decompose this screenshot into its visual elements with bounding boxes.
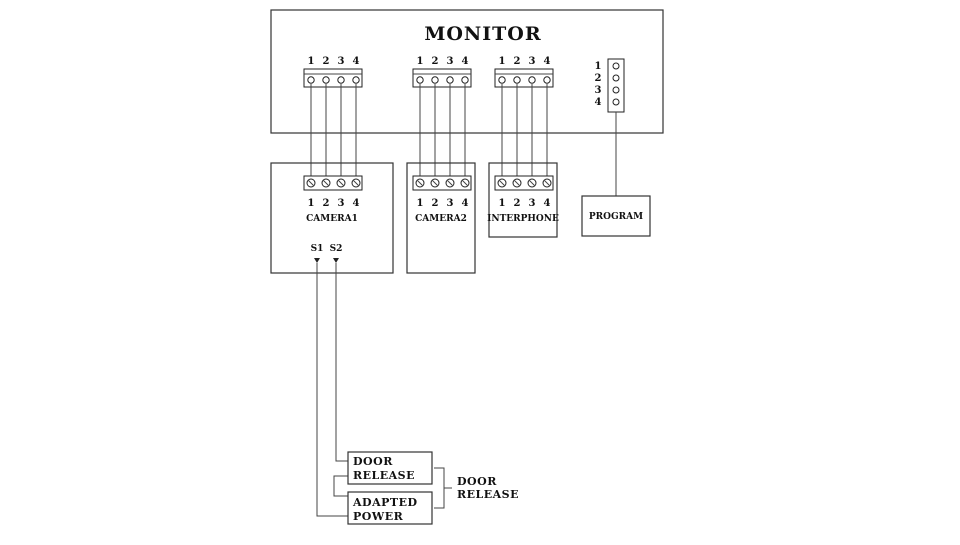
pin-label: 3 bbox=[338, 198, 345, 209]
monitor-connector-camera1: 1 2 3 4 bbox=[303, 56, 363, 88]
camera1-terminal-block bbox=[303, 175, 363, 191]
pin-label: 4 bbox=[544, 56, 551, 67]
s1-label: S1 bbox=[311, 244, 324, 254]
monitor-connector-interphone: 1 2 3 4 bbox=[494, 56, 554, 88]
wires-camera1 bbox=[310, 84, 357, 182]
pin-label: 2 bbox=[595, 73, 602, 84]
pin-label: 1 bbox=[499, 56, 506, 67]
pin-label: 1 bbox=[417, 56, 424, 67]
wires-camera2 bbox=[419, 84, 466, 182]
interphone-box bbox=[488, 162, 558, 238]
camera1-label: CAMERA1 bbox=[306, 214, 358, 224]
pin-label: 4 bbox=[353, 56, 360, 67]
door-release-line1: DOOR bbox=[353, 455, 393, 468]
program-label: PROGRAM bbox=[589, 212, 643, 222]
pin-label: 1 bbox=[308, 56, 315, 67]
pin-label: 4 bbox=[595, 97, 602, 108]
door-release-group-line2: RELEASE bbox=[457, 488, 519, 501]
s2-terminal bbox=[333, 258, 339, 263]
monitor-box bbox=[270, 9, 664, 134]
camera2-box bbox=[406, 162, 476, 274]
pin-label: 2 bbox=[323, 56, 330, 67]
pin-label: 4 bbox=[353, 198, 360, 209]
pin-label: 3 bbox=[447, 56, 454, 67]
door-release-group-line1: DOOR bbox=[457, 475, 497, 488]
door-release-bracket bbox=[434, 467, 445, 509]
pin-label: 1 bbox=[308, 198, 315, 209]
door-release-box bbox=[347, 451, 433, 485]
pin-label: 2 bbox=[432, 56, 439, 67]
camera1-box bbox=[270, 162, 394, 274]
adapted-power-box bbox=[347, 491, 433, 525]
adapted-power-line2: POWER bbox=[353, 510, 404, 523]
wires-interphone bbox=[501, 84, 548, 182]
pin-label: 2 bbox=[432, 198, 439, 209]
pin-label: 4 bbox=[544, 198, 551, 209]
door-release-line2: RELEASE bbox=[353, 469, 415, 482]
pin-label: 4 bbox=[462, 56, 469, 67]
pin-label: 3 bbox=[529, 198, 536, 209]
pin-label: 2 bbox=[514, 56, 521, 67]
monitor-title: MONITOR bbox=[424, 23, 541, 45]
pin-label: 2 bbox=[323, 198, 330, 209]
pin-label: 3 bbox=[338, 56, 345, 67]
interphone-label: INTERPHONE bbox=[487, 214, 559, 224]
pin-label: 4 bbox=[462, 198, 469, 209]
camera2-label: CAMERA2 bbox=[415, 214, 467, 224]
pin-label: 1 bbox=[499, 198, 506, 209]
monitor-connector-camera2: 1 2 3 4 bbox=[412, 56, 472, 88]
adapted-power-line1: ADAPTED bbox=[352, 496, 418, 509]
pin-label: 1 bbox=[417, 198, 424, 209]
monitor-program-connector: 1 2 3 4 bbox=[595, 58, 625, 113]
pin-label: 3 bbox=[529, 56, 536, 67]
pin-label: 1 bbox=[595, 61, 602, 72]
interphone-terminal-block bbox=[494, 175, 554, 191]
pin-label: 2 bbox=[514, 198, 521, 209]
s1-terminal bbox=[314, 258, 320, 263]
door-wires bbox=[316, 263, 348, 517]
s2-label: S2 bbox=[330, 244, 343, 254]
pin-label: 3 bbox=[447, 198, 454, 209]
program-box bbox=[581, 195, 651, 237]
camera2-terminal-block bbox=[412, 175, 472, 191]
pin-label: 3 bbox=[595, 85, 602, 96]
